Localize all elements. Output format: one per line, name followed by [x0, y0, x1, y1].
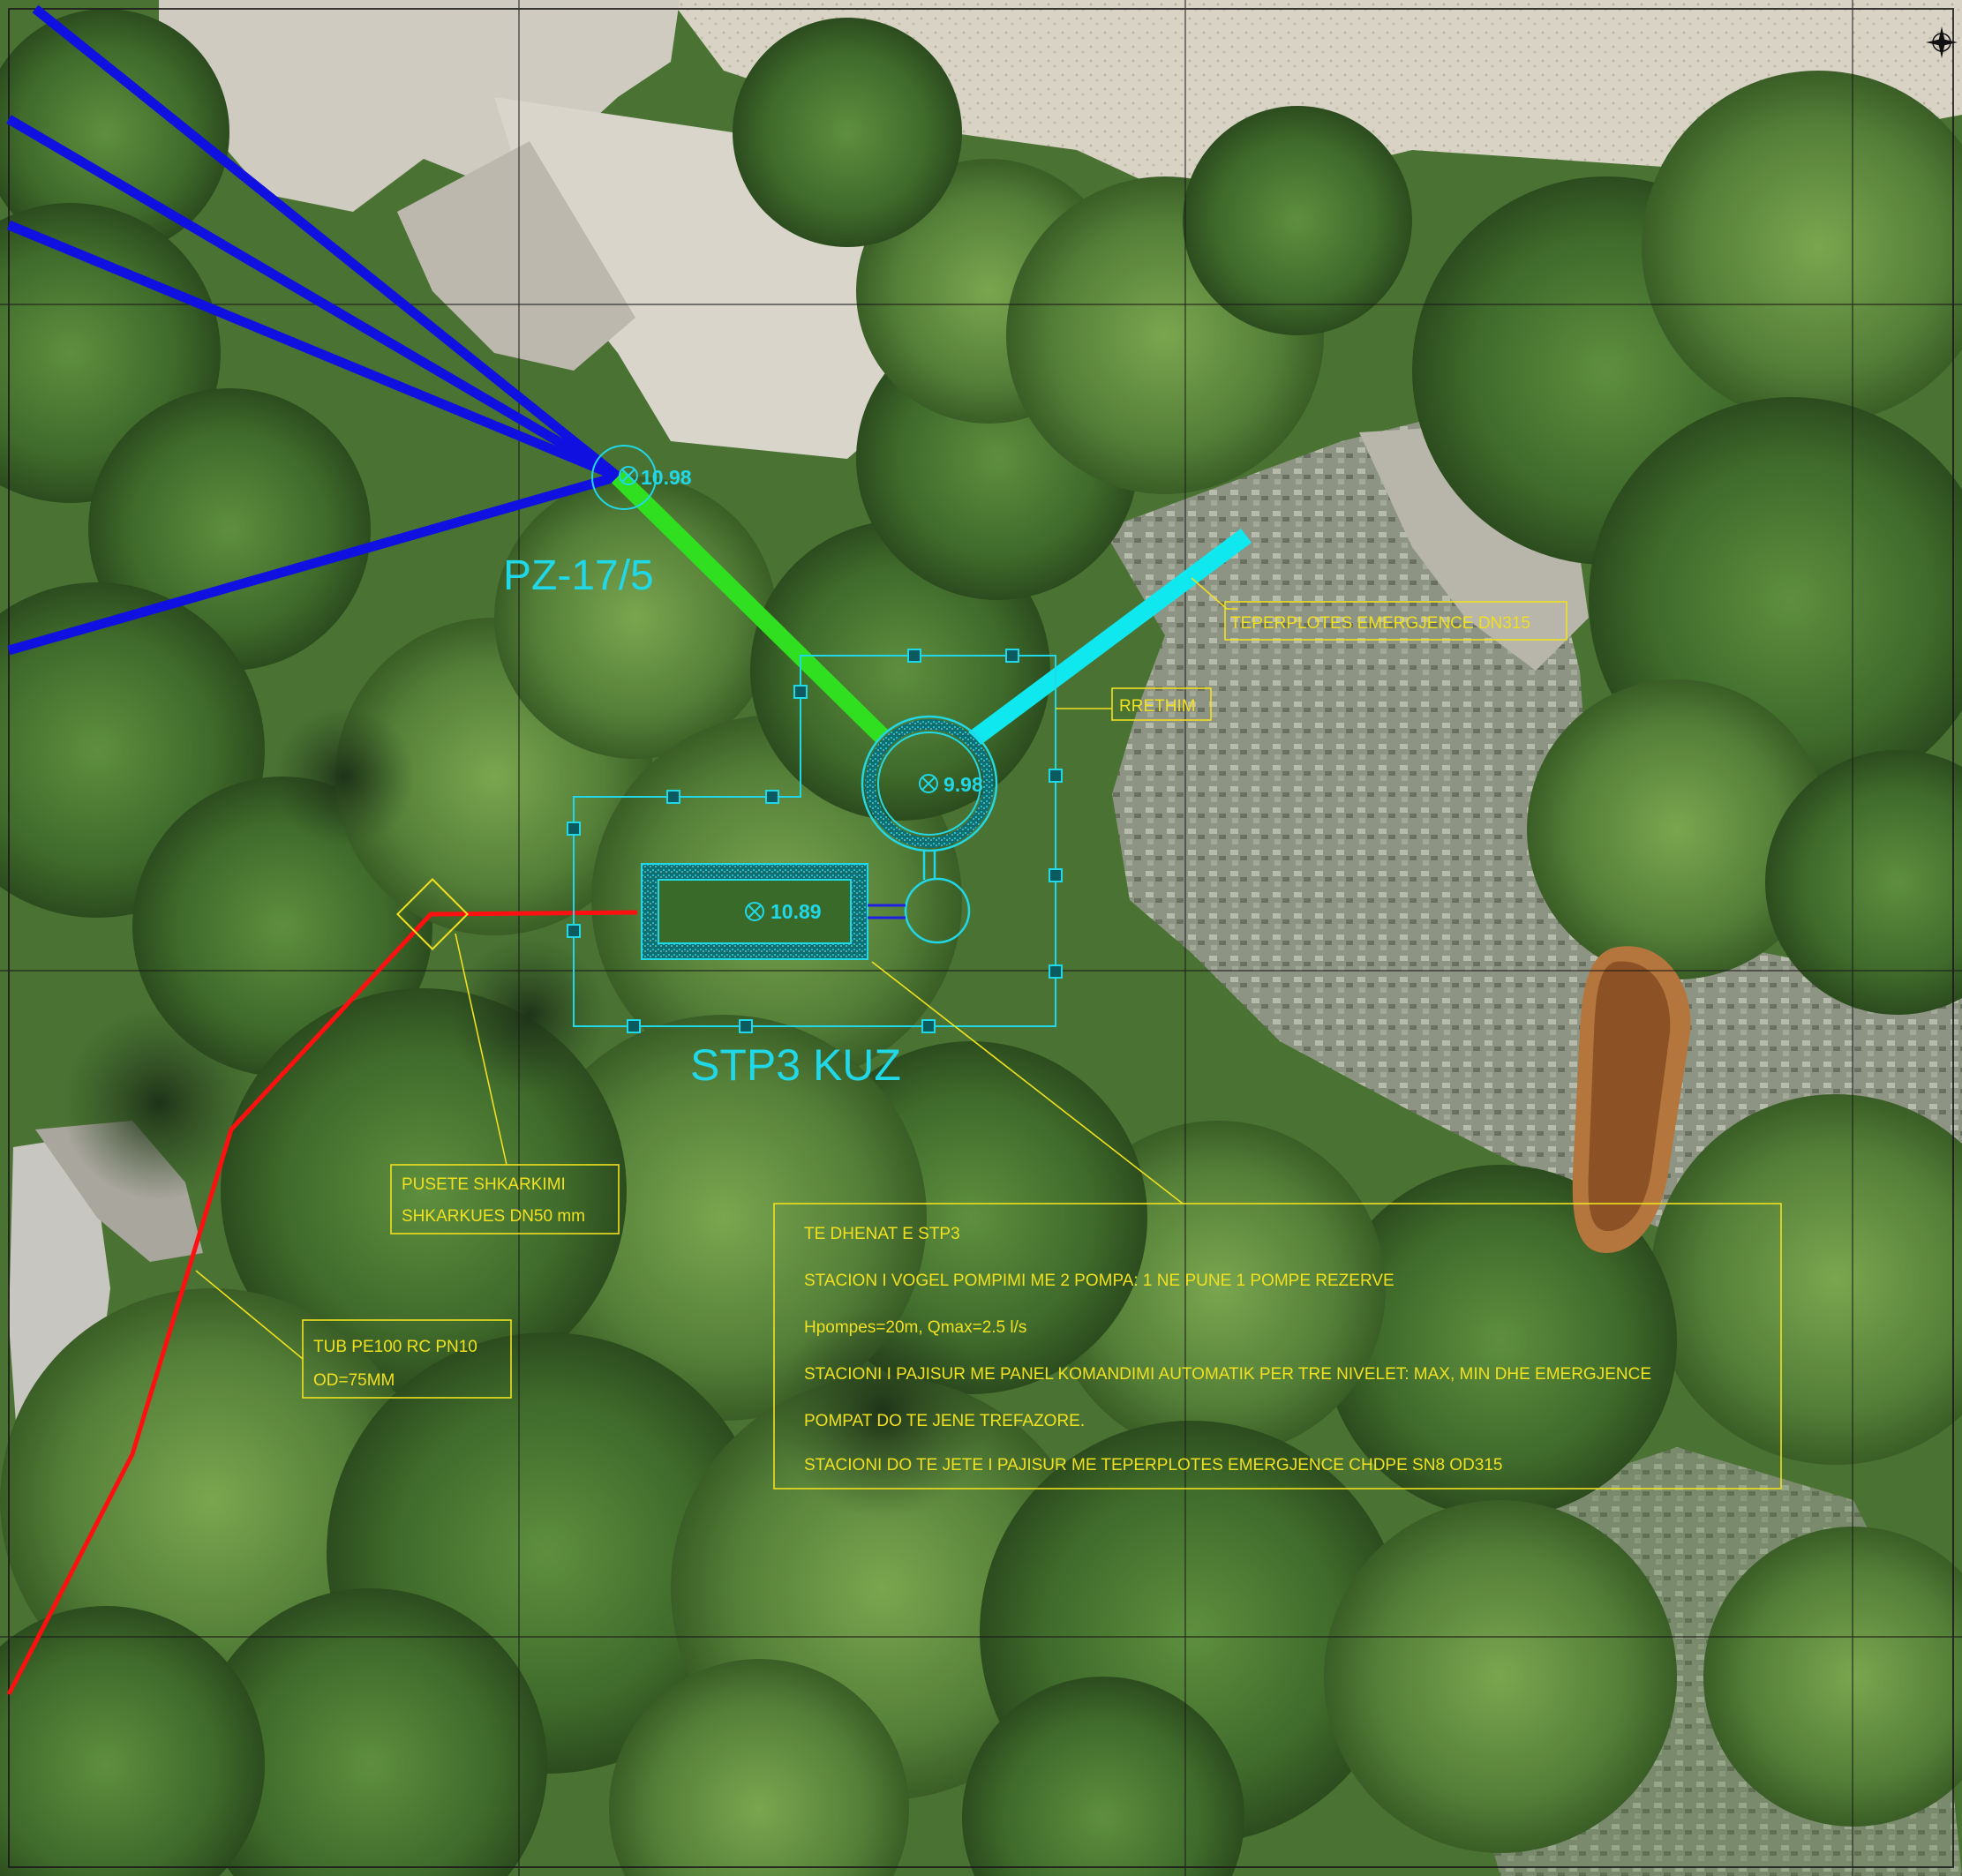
- elevation-manhole-label: 10.98: [641, 466, 692, 489]
- pressure-pipes[interactable]: [6, 4, 621, 656]
- pipe-callout-line2: OD=75MM: [313, 1371, 395, 1390]
- stp3-info-title: TE DHENAT E STP3: [804, 1225, 960, 1243]
- manhole-id-label: PZ-17/5: [503, 552, 654, 599]
- elevation-wet-well-label: 9.98: [943, 773, 983, 796]
- callout-boxes: [302, 601, 1782, 1490]
- compass-rose-icon: [1926, 26, 1958, 58]
- annotation-leaders: [195, 577, 1237, 1360]
- fence-callout-text: RRETHIM: [1119, 697, 1196, 716]
- gravity-pipe[interactable]: [611, 469, 890, 744]
- manhole-pz-17-5[interactable]: [591, 445, 657, 510]
- overflow-pipe[interactable]: [966, 528, 1252, 749]
- stp3-info-block: TE DHENAT E STP3 STACION I VOGEL POMPIMI…: [804, 1225, 1651, 1475]
- overflow-callout-text: TEPERPLOTES EMERGJENCE DN315: [1230, 614, 1530, 633]
- valve-chamber[interactable]: [904, 851, 971, 944]
- stp3-info-line: STACIONI DO TE JETE I PAJISUR ME TEPERPL…: [804, 1456, 1503, 1475]
- station-name-label: STP3 KUZ: [690, 1040, 901, 1090]
- discharge-pipe[interactable]: [6, 910, 638, 1696]
- stp3-info-line: STACION I VOGEL POMPIMI ME 2 POMPA: 1 NE…: [804, 1272, 1394, 1290]
- storage-tank[interactable]: [641, 863, 906, 960]
- discharge-well-symbol[interactable]: [395, 877, 470, 951]
- vegetation-canopy: [0, 9, 1962, 1876]
- stp3-info-line: STACIONI I PAJISUR ME PANEL KOMANDIMI AU…: [804, 1365, 1651, 1384]
- elevation-marker-icon: [619, 466, 938, 921]
- stp3-info-line: POMPAT DO TE JENE TREFAZORE.: [804, 1412, 1085, 1430]
- pipe-callout-line1: TUB PE100 RC PN10: [313, 1338, 477, 1356]
- discharge-well-callout-line1: PUSETE SHKARKIMI: [402, 1175, 566, 1194]
- stp3-site-outline[interactable]: [567, 649, 1063, 1033]
- wet-well-structure[interactable]: [861, 715, 998, 852]
- discharge-well-callout-line2: SHKARKUES DN50 mm: [402, 1207, 585, 1226]
- boat: [1572, 946, 1691, 1253]
- stp3-info-line: Hpompes=20m, Qmax=2.5 l/s: [804, 1318, 1026, 1337]
- elevation-tank-label: 10.89: [771, 900, 822, 923]
